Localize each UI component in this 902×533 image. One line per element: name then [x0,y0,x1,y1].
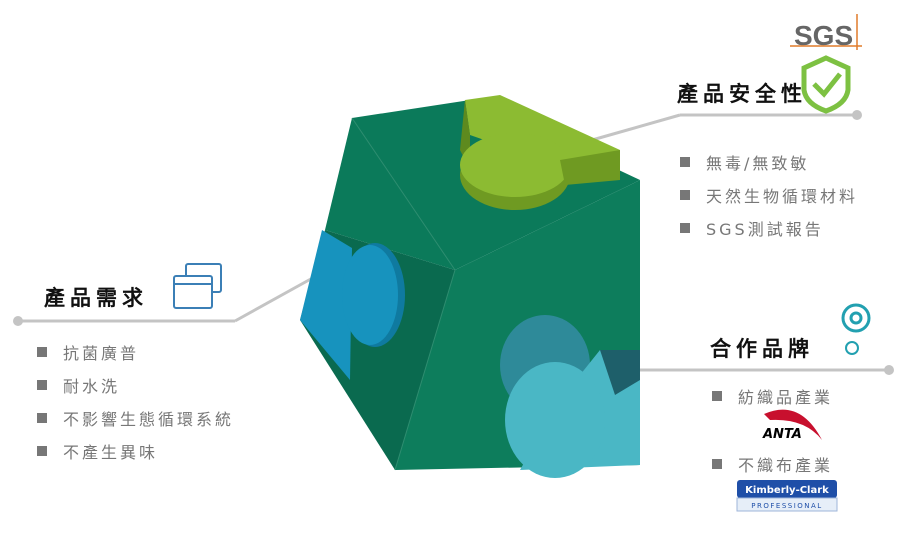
bullet-icon [37,379,47,390]
green-puzzle-piece [460,95,620,210]
bullet-icon [680,222,690,233]
list-item: 耐水洗 [37,368,234,401]
partners-title: 合作品牌 [710,337,814,361]
shield-check-icon [801,55,851,114]
list-item: 紡織品產業 [712,384,833,408]
list-item: 無毒/無致敏 [680,145,858,178]
bullet-icon [37,445,47,456]
bullet-icon [680,189,690,200]
bullet-icon [680,156,690,167]
bullet-icon [37,412,47,423]
demand-title: 產品需求 [44,286,148,310]
blue-puzzle-piece [300,230,405,380]
bullet-icon [712,391,722,401]
list-item: 抗菌廣普 [37,335,234,368]
list-item: SGS測試報告 [680,211,858,244]
anta-logo-text: ANTA [762,427,802,442]
list-item: 不織布產業 [712,452,833,476]
svg-text:Kimberly-Clark: Kimberly-Clark [745,485,829,496]
list-item: 天然生物循環材料 [680,178,858,211]
browser-windows-icon [173,263,222,309]
bullet-icon [712,459,722,469]
bullet-icon [37,346,47,357]
teal-puzzle-piece [500,315,640,478]
anta-logo: ANTA [762,409,822,442]
safety-title: 產品安全性 [677,82,807,106]
gear-icon [841,303,871,355]
sgs-logo: SGS [790,14,862,51]
list-item: 不影響生態循環系統 [37,401,234,434]
safety-list: 無毒/無致敏 天然生物循環材料 SGS測試報告 [680,145,858,244]
svg-text:PROFESSIONAL: PROFESSIONAL [751,502,822,510]
demand-list: 抗菌廣普 耐水洗 不影響生態循環系統 不產生異味 [37,335,234,467]
list-item: 不產生異味 [37,434,234,467]
kimberly-clark-logo: Kimberly-Clark PROFESSIONAL [736,480,838,512]
